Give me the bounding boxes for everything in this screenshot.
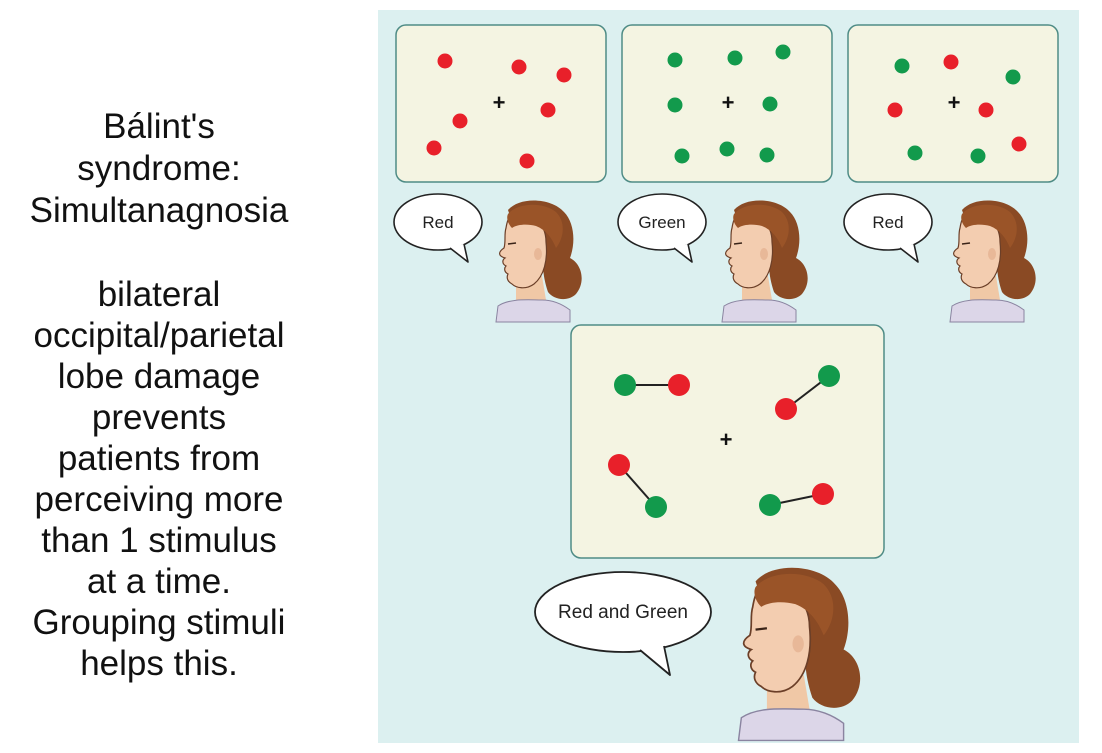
- red-dot: [978, 102, 994, 118]
- description-line: perceiving more: [34, 480, 284, 519]
- green-dot: [1005, 69, 1021, 85]
- speech-bubble-1: Red: [393, 193, 483, 263]
- red-dot: [511, 59, 527, 75]
- green-dot: [727, 50, 743, 66]
- grouped-pair: [775, 365, 840, 420]
- green-dot: [645, 496, 667, 518]
- description-line: helps this.: [80, 644, 238, 683]
- speech-bubble-3: Red: [843, 193, 933, 263]
- red-dot: [1011, 136, 1027, 152]
- description-line: lobe damage: [57, 357, 261, 396]
- green-dot: [818, 365, 840, 387]
- red-dot: [540, 102, 556, 118]
- description-line: prevents: [91, 398, 227, 437]
- green-dot: [719, 141, 735, 157]
- response-text: Red: [872, 213, 903, 232]
- slide-title: Bálint's syndrome: Simultanagnosia: [0, 106, 318, 232]
- description-line: Grouping stimuli: [32, 603, 286, 642]
- green-dot: [667, 97, 683, 113]
- response-text: Red and Green: [558, 602, 688, 623]
- description-line: than 1 stimulus: [41, 521, 277, 560]
- green-dot: [970, 148, 986, 164]
- red-dot: [437, 53, 453, 69]
- response-text: Green: [638, 213, 685, 232]
- red-dot: [668, 374, 690, 396]
- response-text: Red: [422, 213, 453, 232]
- red-dot: [812, 483, 834, 505]
- description-line: occipital/parietal: [33, 316, 285, 355]
- green-dot: [759, 147, 775, 163]
- slide-description: bilateral occipital/parietal lobe damage…: [0, 274, 318, 684]
- red-dot: [426, 140, 442, 156]
- grouped-pair: [759, 483, 834, 516]
- description-line: patients from: [57, 439, 261, 478]
- speech-bubble-4: Red and Green: [534, 571, 712, 676]
- green-dot: [759, 494, 781, 516]
- title-line: Simultanagnosia: [29, 191, 289, 230]
- green-dot: [614, 374, 636, 396]
- green-dot: [762, 96, 778, 112]
- green-dot: [775, 44, 791, 60]
- green-dot: [667, 52, 683, 68]
- red-dot: [943, 54, 959, 70]
- fixation-cross: +: [948, 90, 961, 115]
- fixation-cross: +: [722, 90, 735, 115]
- slide-text: Bálint's syndrome: Simultanagnosia bilat…: [0, 0, 318, 753]
- grouped-pair: [608, 454, 667, 518]
- speech-bubble-2: Green: [617, 193, 707, 263]
- fixation-cross: +: [720, 427, 733, 452]
- title-line: Bálint's: [103, 107, 215, 146]
- grouped-pair: [614, 374, 690, 396]
- green-dot: [894, 58, 910, 74]
- red-dot: [556, 67, 572, 83]
- red-dot: [887, 102, 903, 118]
- red-dot: [519, 153, 535, 169]
- red-dot: [775, 398, 797, 420]
- fixation-cross: +: [493, 90, 506, 115]
- red-dot: [608, 454, 630, 476]
- description-line: bilateral: [97, 275, 221, 314]
- simultanagnosia-figure: + + + Red Green Red +: [378, 10, 1079, 743]
- green-dot: [907, 145, 923, 161]
- description-line: at a time.: [87, 562, 231, 601]
- title-line: syndrome:: [77, 149, 241, 188]
- red-dot: [452, 113, 468, 129]
- green-dot: [674, 148, 690, 164]
